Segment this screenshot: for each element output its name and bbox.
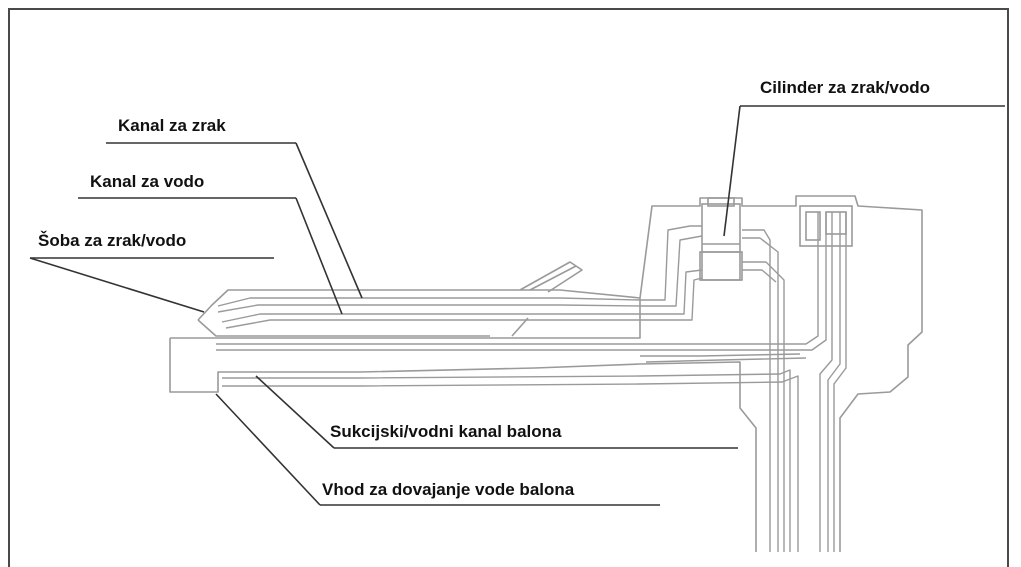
leader-balloon-inlet [215,393,321,506]
label-balloon-suction-water-channel: Sukcijski/vodni kanal balona [330,422,562,441]
diagram-frame [8,8,1009,567]
channels [216,212,847,552]
label-balloon-water-inlet: Vhod za dovajanje vode balona [322,480,575,499]
leader-lines [29,105,1005,506]
label-air-water-cylinder: Cilinder za zrak/vodo [760,78,931,97]
label-water-channel: Kanal za vodo [90,172,205,191]
cylinder-shape [699,197,853,281]
leader-balloon-channel [255,375,335,449]
label-air-water-nozzle: Šoba za zrak/vodo [38,231,187,250]
label-air-channel: Kanal za zrak [118,116,226,135]
body-outline [169,195,923,552]
